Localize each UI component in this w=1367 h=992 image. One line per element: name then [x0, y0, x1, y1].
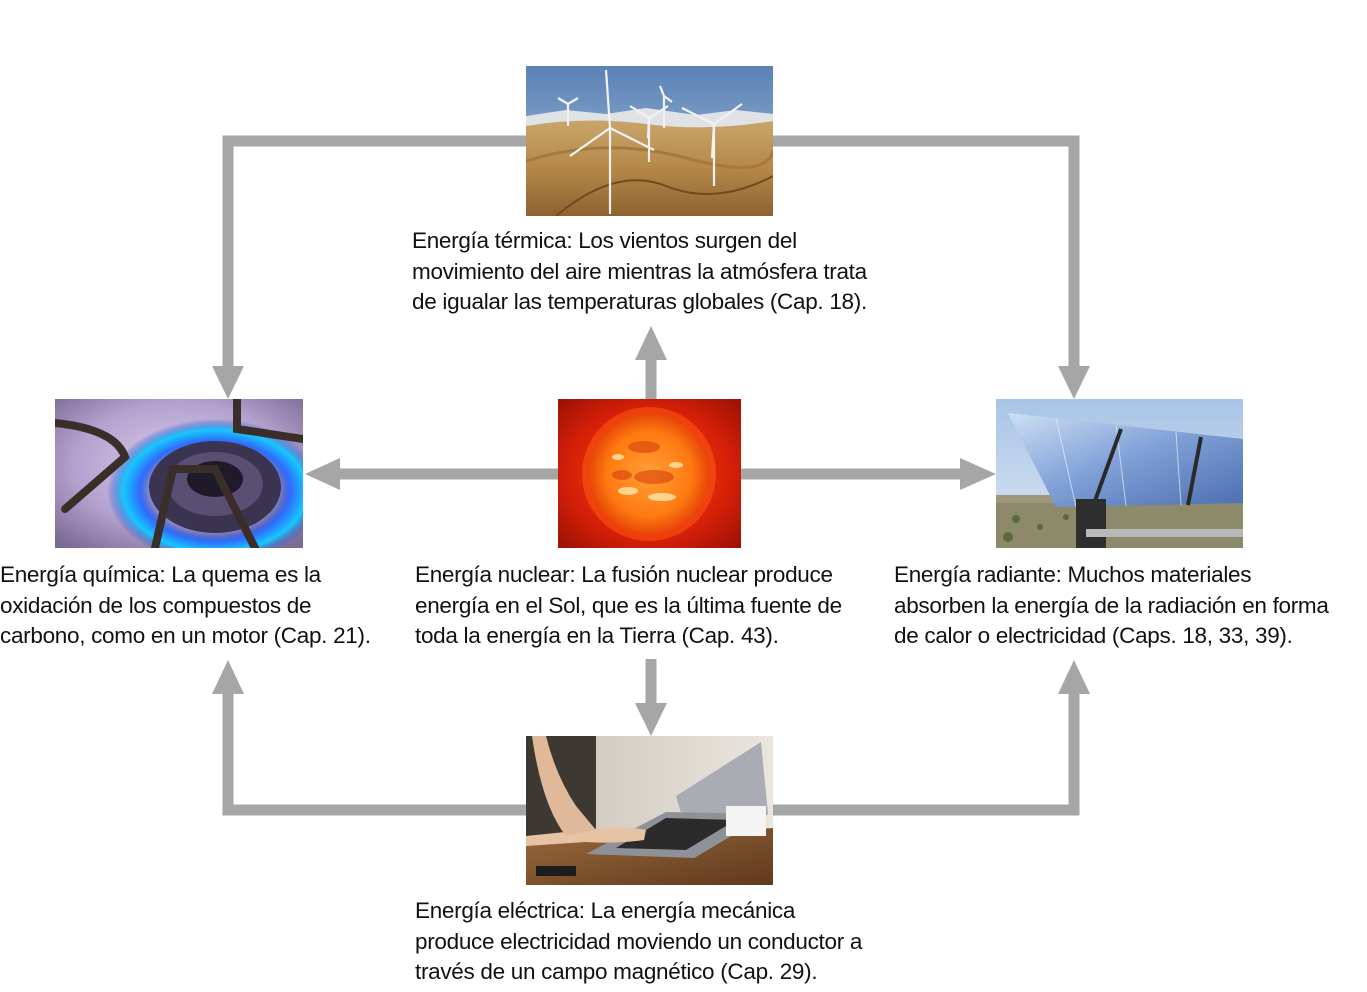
caption-line: energía en el Sol, que es la última fuen… [415, 592, 842, 618]
arrowhead-radiant-top [1058, 366, 1090, 399]
caption-line: Energía química: La quema es la [0, 562, 321, 587]
caption-line: de igualar las temperaturas globales (Ca… [412, 289, 867, 314]
arrowhead-radiant-bottom [1058, 660, 1090, 694]
chemical-energy-caption: Energía química: La quema es la oxidació… [0, 560, 371, 652]
caption-line: Energía eléctrica: La energía mecánica [415, 898, 796, 923]
arrow-electrical-to-chemical [222, 692, 526, 816]
gas-burner-flame-photo [55, 399, 303, 548]
laptop-photo [526, 736, 773, 885]
caption-line: toda la energía en la Tierra (Cap. 43). [415, 623, 779, 648]
caption-line: Energía radiante: Muchos materiales [894, 562, 1252, 587]
caption-line: oxidación de los compuestos de [0, 592, 312, 618]
sun-photo [558, 399, 741, 548]
caption-line: carbono, como en un motor (Cap. 21). [0, 623, 371, 648]
arrowhead-thermal-bottom [635, 326, 667, 360]
caption-line: produce electricidad moviendo un conduct… [415, 928, 863, 954]
arrowhead-radiant-left [960, 458, 996, 490]
electrical-energy-caption: Energía eléctrica: La energía mecánica p… [415, 896, 862, 988]
thermal-energy-caption: Energía térmica: Los vientos surgen del … [412, 226, 867, 318]
arrowhead-electrical-top [635, 703, 667, 736]
radiant-energy-caption: Energía radiante: Muchos materiales abso… [894, 560, 1329, 652]
caption-line: de calor o electricidad (Caps. 18, 33, 3… [894, 623, 1293, 648]
arrow-thermal-to-chemical [222, 135, 526, 368]
arrowhead-chemical-bottom [212, 660, 244, 694]
caption-line: absorben la energía de la radiación en f… [894, 592, 1329, 618]
caption-line: través de un campo magnético (Cap. 29). [415, 959, 818, 984]
caption-line: movimiento del aire mientras la atmósfer… [412, 258, 867, 284]
arrow-electrical-to-radiant [773, 692, 1080, 816]
nuclear-energy-caption: Energía nuclear: La fusión nuclear produ… [415, 560, 842, 652]
wind-turbines-photo [526, 66, 773, 216]
arrowhead-chemical-top [212, 366, 244, 399]
arrow-thermal-to-radiant [773, 135, 1080, 368]
solar-concentrator-photo [996, 399, 1243, 548]
caption-line: Energía nuclear: La fusión nuclear produ… [415, 562, 833, 587]
arrowhead-chemical-right [305, 458, 340, 490]
caption-line: Energía térmica: Los vientos surgen del [412, 228, 797, 253]
